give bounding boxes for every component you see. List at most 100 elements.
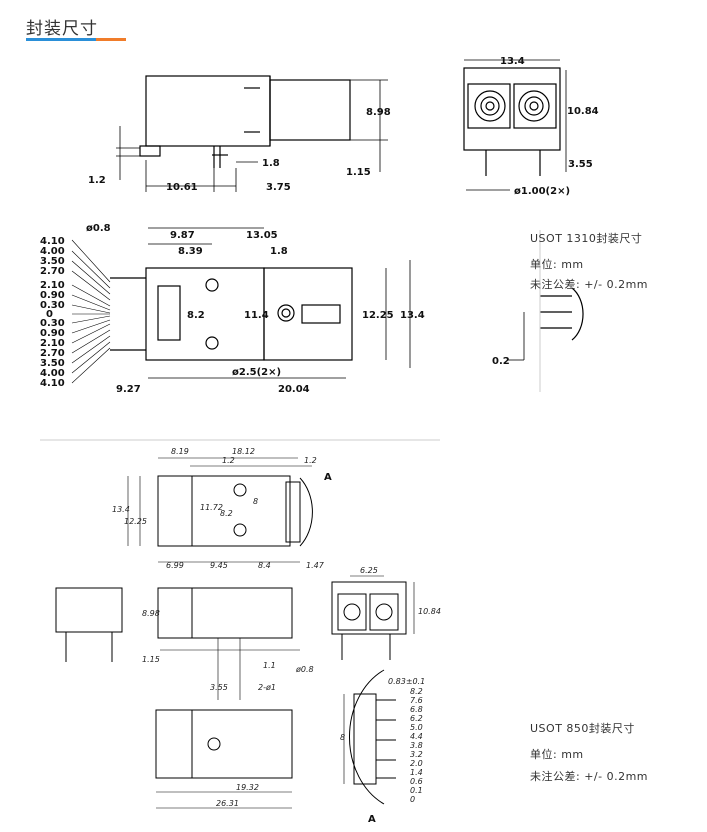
- usot850-top-view: [127, 457, 313, 563]
- usot850-bottom-labels: 19.32 26.31 A: [216, 783, 376, 825]
- usot850-side-view: [157, 587, 300, 700]
- usot850-detail-labels: 0.83±0.1 8 8.2 7.6 6.8 6.2 5.0 4.4 3.8 3…: [340, 677, 425, 804]
- dim-8: 8: [253, 497, 258, 506]
- usot1310-side-view: [116, 75, 388, 192]
- pitch-label: 2.10: [40, 280, 65, 291]
- usot850-front-labels: 6.25 10.84: [360, 566, 441, 616]
- pitch-label: 8.2: [410, 687, 423, 696]
- dim-6-99: 6.99: [166, 561, 184, 570]
- usot1310-tolerance: 未注公差: +/- 0.2mm: [530, 278, 649, 291]
- pitch-label: 4.00: [40, 368, 65, 379]
- pitch-label: 2.70: [40, 348, 65, 359]
- dim-18-12: 18.12: [232, 447, 255, 456]
- usot850-side-labels: 8.98 1.15 3.55 1.1 ø0.8 2-ø1: [142, 609, 314, 692]
- pitch-label: 3.8: [410, 741, 423, 750]
- usot1310-front-view: [463, 59, 567, 191]
- dim-1-15: 1.15: [346, 167, 371, 178]
- dim-1-8: 1.8: [262, 158, 280, 169]
- dim-11-72: 11.72: [200, 503, 223, 512]
- dim-8-4: 8.4: [258, 561, 271, 570]
- dim-1-47: 1.47: [306, 561, 325, 570]
- dim-8-detail: 8: [340, 733, 345, 742]
- dim-1-2-a: 1.2: [222, 456, 235, 465]
- dim-1-15: 1.15: [142, 655, 160, 664]
- dim-0-83: 0.83±0.1: [388, 677, 425, 686]
- dim-3-55: 3.55: [210, 683, 228, 692]
- dim-phi-2-5: ø2.5(2×): [232, 367, 281, 378]
- usot850-bottom-view: [155, 709, 293, 809]
- pitch-label: 0.1: [410, 786, 423, 795]
- dim-9-87: 9.87: [170, 230, 195, 241]
- dim-10-84: 10.84: [418, 607, 441, 616]
- dim-6-25: 6.25: [360, 566, 378, 575]
- pitch-label: 7.6: [410, 696, 423, 705]
- dim-3-75: 3.75: [266, 182, 291, 193]
- dim-11-4: 11.4: [244, 310, 269, 321]
- usot1310-top-view: [110, 227, 411, 379]
- pitch-label: 2.0: [410, 759, 423, 768]
- dim-2-phi-1: 2-ø1: [258, 683, 276, 692]
- dim-8-39: 8.39: [178, 246, 203, 257]
- pitch-label: 4.10: [40, 378, 65, 389]
- usot850-end-view: [55, 587, 123, 662]
- dim-10-84: 10.84: [567, 106, 599, 117]
- dim-1-8-top: 1.8: [270, 246, 288, 257]
- dim-20-04: 20.04: [278, 384, 310, 395]
- dim-9-45: 9.45: [210, 561, 228, 570]
- title-underline-blue: [26, 38, 96, 41]
- usot1310-top-labels: ø0.8 9.87 13.05 8.39 1.8 8.2 11.4 12.25 …: [86, 223, 425, 395]
- dim-1-2-b: 1.2: [304, 456, 317, 465]
- dim-13-05: 13.05: [246, 230, 278, 241]
- usot1310-unit: 单位: mm: [530, 258, 584, 271]
- pitch-label: 6.2: [410, 714, 423, 723]
- dim-1-2: 1.2: [88, 175, 106, 186]
- usot1310-title: USOT 1310封装尺寸: [530, 232, 643, 245]
- pitch-label: 5.0: [410, 723, 423, 732]
- usot850-pin-detail: [343, 669, 396, 805]
- dim-3-55: 3.55: [568, 159, 593, 170]
- pitch-label: 0.30: [40, 300, 65, 311]
- dim-8-2: 8.2: [220, 509, 233, 518]
- pitch-label: 3.50: [40, 256, 65, 267]
- dim-8-98: 8.98: [142, 609, 160, 618]
- pitch-label: 0.30: [40, 318, 65, 329]
- usot1310-pin-detail: [508, 287, 584, 361]
- dim-1-1: 1.1: [263, 661, 276, 670]
- dim-8-2: 8.2: [187, 310, 205, 321]
- pitch-label: 3.50: [40, 358, 65, 369]
- page-title: 封装尺寸: [26, 19, 98, 39]
- dim-13-4-front: 13.4: [500, 56, 525, 67]
- usot850-tolerance: 未注公差: +/- 0.2mm: [530, 770, 649, 783]
- dim-26-31: 26.31: [216, 799, 239, 808]
- dim-10-61: 10.61: [166, 182, 198, 193]
- pitch-label: 4.00: [40, 246, 65, 257]
- dim-19-32: 19.32: [236, 783, 259, 792]
- pitch-label: 4.10: [40, 236, 65, 247]
- pitch-label: 0.90: [40, 328, 65, 339]
- pitch-label: 4.4: [410, 732, 423, 741]
- pitch-label: 0: [410, 795, 415, 804]
- dim-dia-1: ø1.00(2×): [514, 186, 570, 197]
- usot1310-side-labels: 8.98 1.15 1.2 1.8 10.61 3.75: [88, 107, 391, 193]
- dim-8-19: 8.19: [171, 447, 189, 456]
- pitch-label: 6.8: [410, 705, 423, 714]
- dim-8-98: 8.98: [366, 107, 391, 118]
- dim-12-25: 12.25: [124, 517, 147, 526]
- section-marker-a: A: [324, 472, 332, 483]
- usot850-front-view: [331, 575, 415, 660]
- section-marker-a-bottom: A: [368, 814, 376, 825]
- pitch-label: 0.90: [40, 290, 65, 301]
- usot850-unit: 单位: mm: [530, 748, 584, 761]
- dim-0-2: 0.2: [492, 356, 510, 367]
- usot1310-pin-pitch: 4.10 4.00 3.50 2.70 2.10 0.90 0.30 0 0.3…: [40, 236, 111, 389]
- pitch-label: 2.10: [40, 338, 65, 349]
- pitch-label: 3.2: [410, 750, 423, 759]
- dim-phi-0-8: ø0.8: [86, 223, 111, 234]
- usot1310-front-labels: 13.4 10.84 3.55 ø1.00(2×): [500, 56, 599, 197]
- usot850-title: USOT 850封装尺寸: [530, 722, 635, 735]
- usot850-top-labels: 8.19 18.12 1.2 1.2 13.4 12.25 11.72 8.2 …: [112, 447, 332, 570]
- dim-12-25: 12.25: [362, 310, 394, 321]
- dim-9-27: 9.27: [116, 384, 141, 395]
- dim-phi-0-8: ø0.8: [295, 665, 314, 674]
